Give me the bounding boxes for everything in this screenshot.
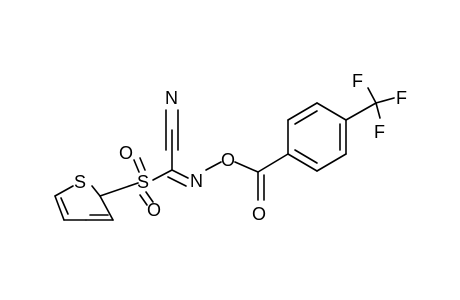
bond-sulfonyl-carbon bbox=[152, 169, 173, 181]
atom-s-thiophene: S bbox=[74, 172, 86, 192]
atom-s-sulfonyl: S bbox=[137, 172, 149, 192]
atom-f-top: F bbox=[352, 71, 363, 91]
sulfonyl-oxygen-bonds bbox=[133, 157, 154, 206]
atom-o-ester: O bbox=[221, 150, 235, 170]
nitrile-triple-bond bbox=[165, 109, 179, 171]
atom-n-nitrile: N bbox=[165, 88, 178, 108]
atom-o-sulfonyl-bottom: O bbox=[147, 200, 161, 220]
atom-o-carbonyl: O bbox=[252, 204, 266, 224]
thiophene-ring bbox=[54, 185, 114, 221]
bond-n-o bbox=[205, 161, 222, 171]
atom-o-sulfonyl-top: O bbox=[119, 143, 133, 163]
bond-ring-sulfonyl bbox=[99, 182, 139, 197]
bond-o-carbonyl-c bbox=[234, 161, 259, 173]
atom-f-right: F bbox=[396, 88, 407, 108]
oxime-double-bond bbox=[167, 169, 189, 187]
benzene-ring bbox=[287, 102, 347, 172]
bond-carbonyl-ring bbox=[257, 153, 289, 173]
atom-f-bottom: F bbox=[374, 122, 385, 142]
cf3-bonds bbox=[367, 87, 395, 119]
atom-n-oxime: N bbox=[190, 171, 203, 191]
bond-ring-cf3 bbox=[345, 102, 377, 121]
carbonyl-double-bond bbox=[257, 171, 265, 201]
